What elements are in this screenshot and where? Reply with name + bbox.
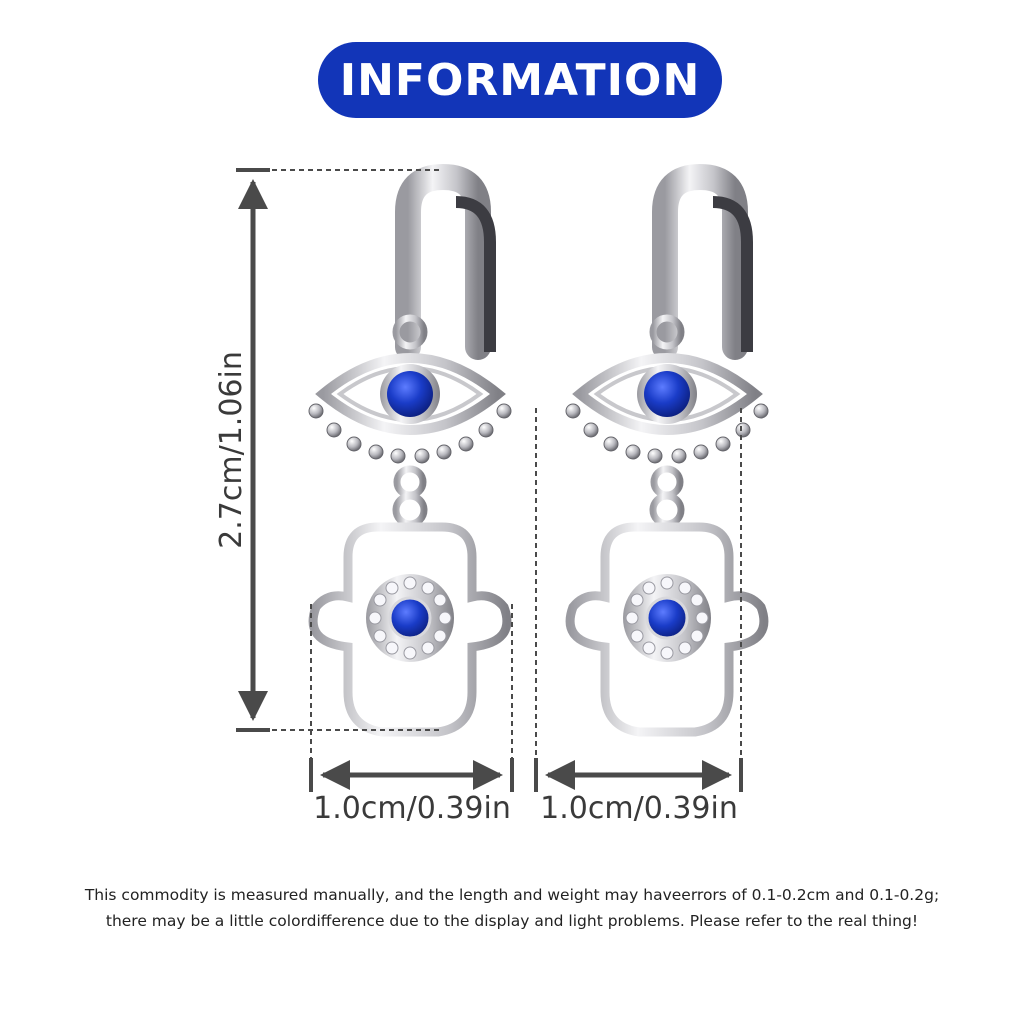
width-label-right: 1.0cm/0.39in bbox=[540, 791, 738, 826]
width-dimension-left bbox=[309, 604, 514, 792]
page-title: INFORMATION bbox=[339, 54, 701, 106]
disclaimer-line-1: This commodity is measured manually, and… bbox=[84, 886, 940, 904]
height-label: 2.7cm/1.06in bbox=[214, 351, 249, 549]
earring-right bbox=[566, 177, 768, 732]
title-banner: INFORMATION bbox=[318, 42, 722, 118]
disclaimer-text: This commodity is measured manually, and… bbox=[40, 882, 984, 934]
earring-left bbox=[309, 177, 511, 732]
width-label-left: 1.0cm/0.39in bbox=[313, 791, 511, 826]
disclaimer-line-2: there may be a little colordifference du… bbox=[105, 912, 919, 930]
height-dimension bbox=[236, 168, 440, 732]
width-dimension-right bbox=[534, 408, 743, 792]
